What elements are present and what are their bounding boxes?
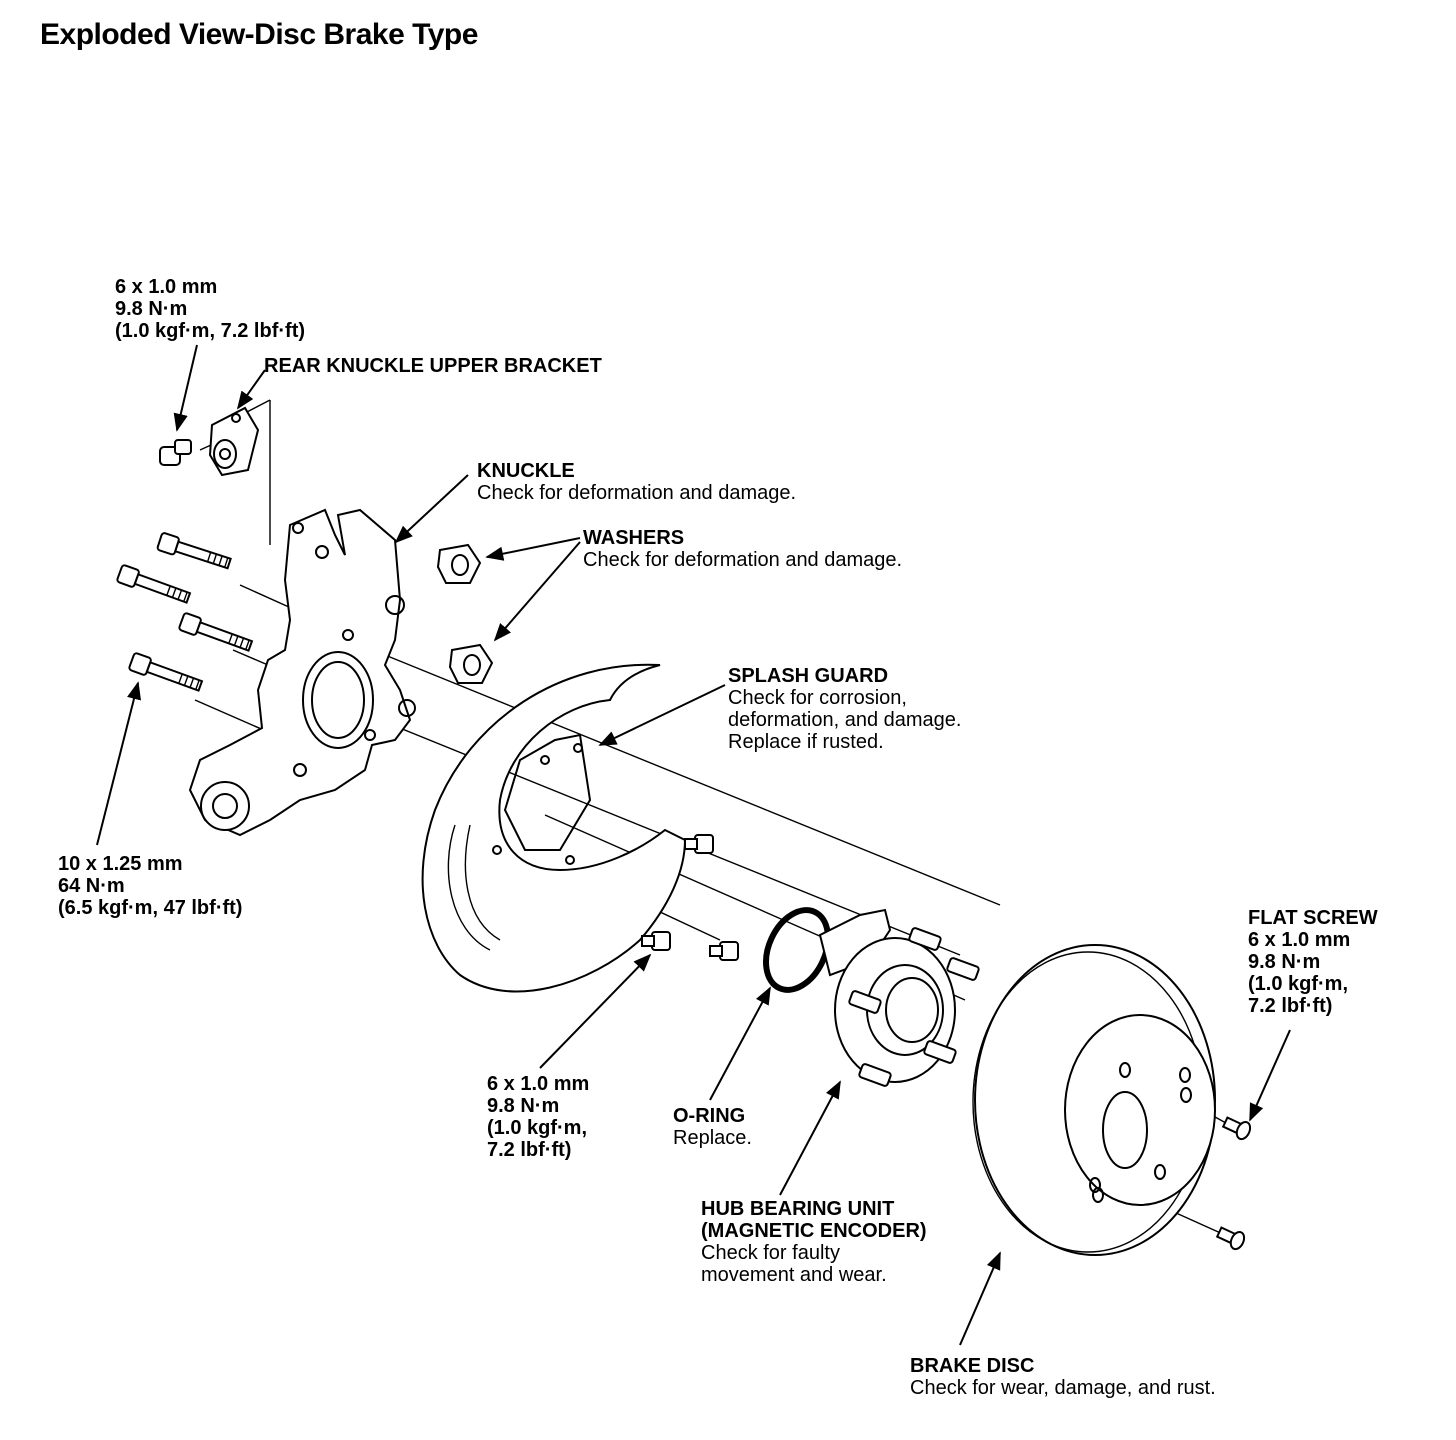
guard-bolts-size: 6 x 1.0 mm [487,1073,590,1095]
top-bolt-spec: 6 x 1.0 mm 9.8 N·m (1.0 kgf·m, 7.2 lbf·f… [115,276,305,342]
rear-knuckle-upper-bracket-label: REAR KNUCKLE UPPER BRACKET [264,355,602,377]
knuckle-bolts-torque: 64 N·m [58,875,125,897]
brake-disc [972,944,1216,1256]
flat-screw-name: FLAT SCREW [1248,907,1378,929]
flat-screw-torque-alt-1: (1.0 kgf·m, [1248,973,1349,995]
knuckle-note: Check for deformation and damage. [477,482,797,504]
o-ring-note: Replace. [673,1127,752,1149]
hub-bearing-unit-name: HUB BEARING UNIT [701,1198,895,1220]
flat-screws [1215,1116,1252,1251]
guard-bolts-spec: 6 x 1.0 mm 9.8 N·m (1.0 kgf·m, 7.2 lbf·f… [487,1073,589,1161]
o-ring [763,907,831,993]
flat-screw-torque-alt-2: 7.2 lbf·ft) [1248,995,1333,1017]
washers-name: WASHERS [583,527,685,549]
guard-bolts-torque-alt-1: (1.0 kgf·m, [487,1117,588,1139]
o-ring-label: O-RING Replace. [673,1105,752,1149]
brake-disc-note: Check for wear, damage, and rust. [910,1377,1216,1399]
knuckle-bolts-size: 10 x 1.25 mm [58,853,183,875]
brake-disc-label: BRAKE DISC Check for wear, damage, and r… [910,1355,1216,1399]
hub-bearing-unit-label: HUB BEARING UNIT (MAGNETIC ENCODER) Chec… [701,1198,927,1286]
knuckle [188,508,416,837]
hub-bearing-unit [818,908,980,1087]
o-ring-name: O-RING [673,1105,746,1127]
bracket-bolt [159,439,192,466]
washers [436,543,494,684]
guard-bolts-torque: 9.8 N·m [487,1095,560,1117]
splash-guard [421,663,687,993]
knuckle-bolts [116,532,254,692]
flat-screw-spec: FLAT SCREW 6 x 1.0 mm 9.8 N·m (1.0 kgf·m… [1248,907,1378,1017]
top-bolt-torque-alt: (1.0 kgf·m, 7.2 lbf·ft) [115,320,306,342]
hub-bearing-unit-note-1: Check for faulty [701,1242,840,1264]
flat-screw-size: 6 x 1.0 mm [1248,929,1351,951]
top-bolt-torque: 9.8 N·m [115,298,188,320]
diagram-title: Exploded View-Disc Brake Type [40,18,478,51]
hub-bearing-unit-subname: (MAGNETIC ENCODER) [701,1220,927,1242]
leader-arrows [96,344,1291,1346]
top-bolt-size: 6 x 1.0 mm [115,276,218,298]
flat-screw-torque: 9.8 N·m [1248,951,1321,973]
washers-note: Check for deformation and damage. [583,549,903,571]
knuckle-label: KNUCKLE Check for deformation and damage… [477,460,796,504]
splash-guard-label: SPLASH GUARD Check for corrosion, deform… [728,665,962,753]
knuckle-bolts-torque-alt: (6.5 kgf·m, 47 lbf·ft) [58,897,243,919]
splash-guard-bolts [641,834,739,961]
hub-bearing-unit-note-2: movement and wear. [701,1264,887,1286]
rear-knuckle-upper-bracket [208,406,260,477]
splash-guard-note-1: Check for corrosion, [728,687,907,709]
brake-disc-name: BRAKE DISC [910,1355,1035,1377]
splash-guard-note-3: Replace if rusted. [728,731,884,753]
washers-label: WASHERS Check for deformation and damage… [583,527,902,571]
splash-guard-note-2: deformation, and damage. [728,709,962,731]
knuckle-bolts-spec: 10 x 1.25 mm 64 N·m (6.5 kgf·m, 47 lbf·f… [58,853,242,919]
rear-knuckle-upper-bracket-name: REAR KNUCKLE UPPER BRACKET [264,355,602,377]
knuckle-name: KNUCKLE [477,460,575,482]
guard-bolts-torque-alt-2: 7.2 lbf·ft) [487,1139,572,1161]
splash-guard-name: SPLASH GUARD [728,665,889,687]
